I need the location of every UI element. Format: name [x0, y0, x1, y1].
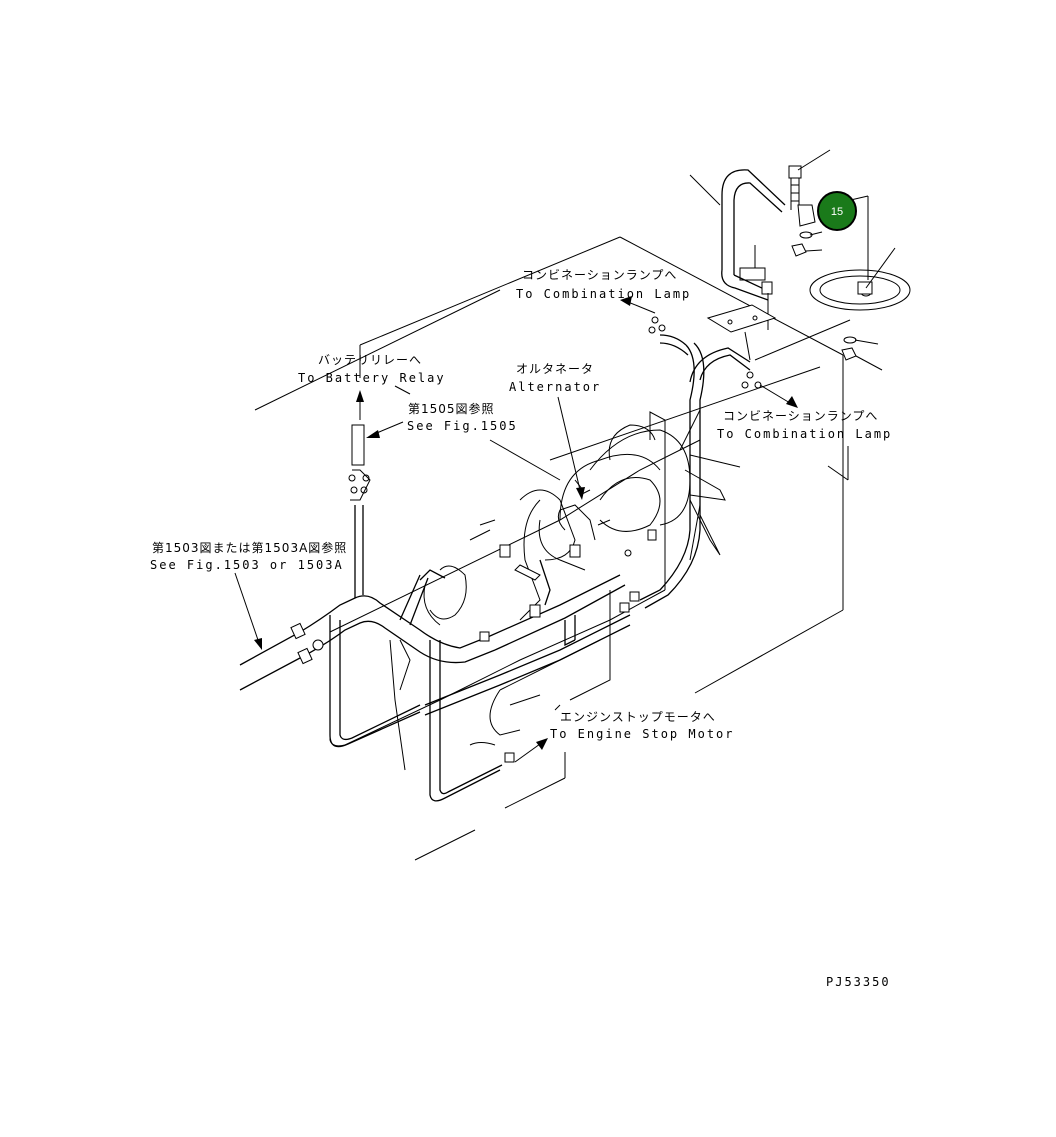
- arrow-down-icon: [254, 638, 262, 650]
- battery-relay-en-label: To Battery Relay: [298, 371, 446, 385]
- arrow-right-icon: [786, 396, 798, 408]
- arrow-up-icon: [356, 390, 364, 402]
- part-code-label: PJ53350: [826, 975, 891, 989]
- alternator-en-label: Alternator: [509, 380, 601, 394]
- battery-relay-jp-label: バッテリリレーへ: [318, 353, 422, 367]
- arrow-down-icon: [576, 487, 585, 500]
- frame-lines: [254, 236, 844, 861]
- fig1505-jp-label: 第1505図参照: [408, 401, 495, 416]
- part-number-badge[interactable]: 15: [817, 191, 857, 231]
- combination-lamp-right-en-label: To Combination Lamp: [717, 427, 892, 441]
- combination-lamp-top-en-label: To Combination Lamp: [516, 287, 691, 301]
- combination-lamp-top-jp-label: コンビネーションランプへ: [522, 268, 677, 282]
- fig1505-en-label: See Fig.1505: [407, 419, 518, 433]
- badge-number: 15: [831, 206, 843, 218]
- arrow-left-icon: [366, 430, 380, 438]
- fig1503-en-label: See Fig.1503 or 1503A: [150, 558, 344, 572]
- engine-stop-jp-label: エンジンストップモータへ: [560, 710, 716, 724]
- combination-lamp-right-jp-label: コンビネーションランプへ: [723, 409, 878, 423]
- leader-arrows: [234, 296, 849, 763]
- engine-stop-en-label: To Engine Stop Motor: [550, 727, 735, 741]
- top-parts: [689, 149, 911, 371]
- alternator-jp-label: オルタネータ: [516, 362, 594, 376]
- arrow-right-icon: [536, 738, 548, 750]
- wiring-harness: [239, 316, 762, 802]
- fig1503-jp-label: 第1503図または第1503A図参照: [152, 540, 347, 555]
- arrow-left-icon: [620, 296, 632, 306]
- text-labels: コンビネーションランプへ To Combination Lamp バッテリリレー…: [150, 268, 892, 989]
- badge-circle[interactable]: [817, 191, 857, 231]
